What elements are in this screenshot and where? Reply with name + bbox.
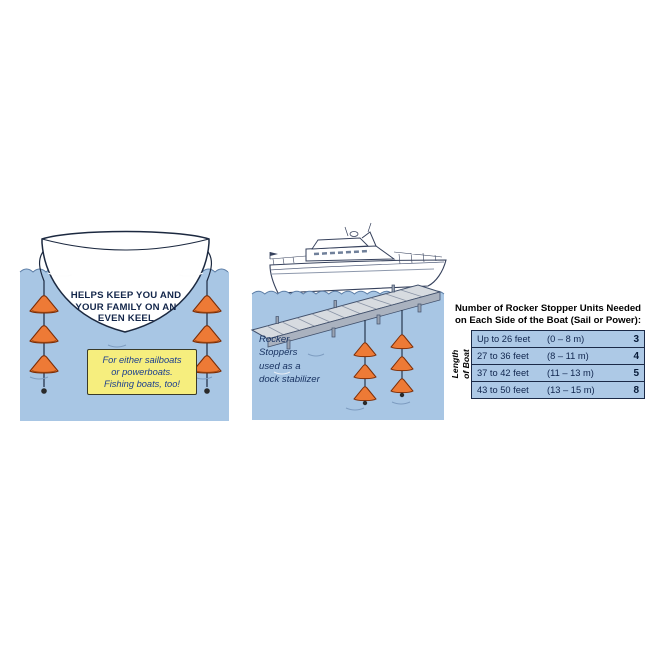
keel-illustration [19, 230, 229, 421]
dock-caption: Rocker Stoppers used as a dock stabilize… [259, 334, 320, 386]
table-row: 27 to 36 feet (8 – 11 m) 4 [471, 348, 645, 365]
boat-hull [41, 230, 210, 333]
dock-illustration [250, 222, 447, 420]
units-table-title-line2: on Each Side of the Boat (Sail or Power)… [455, 315, 642, 327]
dock-pilings [275, 284, 422, 350]
boat-length-range: 27 to 36 feet [477, 351, 529, 361]
boat-length-metric: (13 – 15 m) [547, 385, 595, 395]
yacht [269, 222, 447, 294]
table-row: 43 to 50 feet (13 – 15 m) 8 [471, 382, 645, 399]
units-count: 4 [633, 350, 639, 362]
keel-headline: HELPS KEEP YOU AND YOUR FAMILY ON AN EVE… [70, 290, 182, 325]
dock-cone-stack-1 [353, 320, 377, 406]
units-table: Up to 26 feet (0 – 8 m) 3 27 to 36 feet … [471, 330, 645, 399]
boat-length-range: 37 to 42 feet [477, 368, 529, 378]
rope-weight [204, 388, 210, 394]
rope-weight [399, 392, 405, 398]
table-row: 37 to 42 feet (11 – 13 m) 5 [471, 365, 645, 382]
boat-length-metric: (11 – 13 m) [547, 368, 594, 378]
table-row: Up to 26 feet (0 – 8 m) 3 [471, 331, 645, 348]
rope-weight [362, 400, 368, 406]
units-count: 3 [633, 333, 639, 345]
rope-weight [41, 388, 47, 394]
boat-length-range: 43 to 50 feet [477, 385, 529, 395]
dock-cone-stack-2 [390, 310, 414, 398]
boat-length-metric: (0 – 8 m) [547, 334, 585, 344]
units-count: 8 [633, 384, 639, 396]
units-table-title-line1: Number of Rocker Stopper Units Needed [455, 303, 642, 314]
units-table-title: Number of Rocker Stopper Units Needed on… [455, 303, 649, 328]
units-count: 5 [633, 367, 639, 379]
boat-types-callout: For either sailboats or powerboats. Fish… [87, 349, 197, 396]
dock [250, 284, 442, 350]
ripples [273, 353, 411, 411]
boat-length-metric: (8 – 11 m) [547, 351, 589, 361]
boat-length-range: Up to 26 feet [477, 334, 531, 344]
